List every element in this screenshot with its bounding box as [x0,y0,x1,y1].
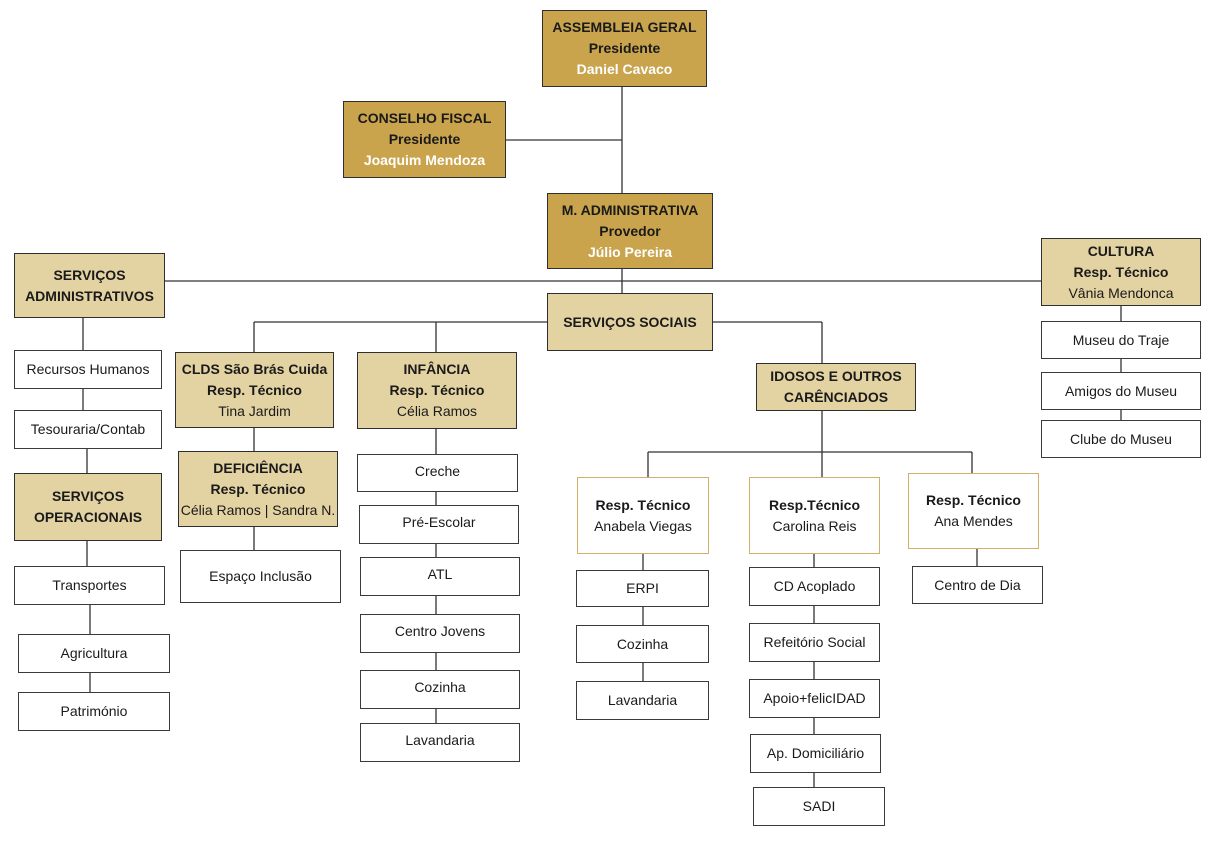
refeitorio-social-box: Refeitório Social [749,623,880,662]
atl-box: ATL [360,557,520,596]
ap-domiciliario-box: Ap. Domiciliário [750,734,881,773]
mesa-administrativa-role: Provedor [599,222,661,239]
infancia-box: INFÂNCIA Resp. Técnico Célia Ramos [357,352,517,429]
apoio-felicidad-label: Apoio+felicIDAD [763,690,866,706]
refeitorio-social-label: Refeitório Social [763,634,866,650]
servicos-administrativos-title-1: SERVIÇOS [53,266,126,283]
erpi-label: ERPI [626,580,659,596]
cultura-role: Resp. Técnico [1073,263,1169,280]
erpi-box: ERPI [576,570,709,607]
idosos-box: IDOSOS E OUTROS CARÊNCIADOS [756,363,916,411]
amigos-do-museu-label: Amigos do Museu [1064,382,1178,399]
anabela-role: Resp. Técnico [595,496,691,513]
cultura-title: CULTURA [1087,242,1155,259]
deficiencia-title: DEFICIÊNCIA [213,459,303,476]
servicos-sociais-title: SERVIÇOS SOCIAIS [563,313,697,330]
recursos-humanos-box: Recursos Humanos [14,350,162,389]
centro-de-dia-label: Centro de Dia [934,576,1021,593]
centro-jovens-box: Centro Jovens [360,614,520,653]
infancia-title: INFÂNCIA [403,361,471,377]
ana-mendes-person: Ana Mendes [934,513,1013,529]
conselho-fiscal-box: CONSELHO FISCAL Presidente Joaquim Mendo… [343,101,506,178]
amigos-do-museu-box: Amigos do Museu [1041,372,1201,410]
deficiencia-person: Célia Ramos | Sandra N. [180,501,336,518]
creche-label: Creche [414,463,461,479]
clds-role: Resp. Técnico [207,381,302,398]
assembleia-geral-role: Presidente [588,40,661,56]
infancia-cozinha-label: Cozinha [414,679,466,695]
espaco-inclusao-label: Espaço Inclusão [209,568,312,584]
assembleia-geral-person: Daniel Cavaco [576,61,673,77]
clds-title: CLDS São Brás Cuida [181,360,328,377]
ap-domiciliario-label: Ap. Domiciliário [766,745,865,761]
carolina-person: Carolina Reis [772,517,857,534]
assembleia-geral-box: ASSEMBLEIA GERAL Presidente Daniel Cavac… [542,10,707,87]
patrimonio-label: Património [60,703,128,719]
idosos-cozinha-label: Cozinha [616,635,669,652]
ana-mendes-role: Resp. Técnico [926,492,1021,508]
transportes-box: Transportes [14,566,165,605]
museu-do-traje-box: Museu do Traje [1041,321,1201,359]
patrimonio-box: Património [18,692,170,731]
cultura-person: Vânia Mendonca [1068,284,1174,301]
centro-de-dia-box: Centro de Dia [912,566,1043,604]
clube-do-museu-box: Clube do Museu [1041,420,1201,458]
centro-jovens-label: Centro Jovens [394,623,486,639]
anabela-viegas-box: Resp. Técnico Anabela Viegas [577,477,709,554]
infancia-lavandaria-label: Lavandaria [405,732,475,748]
idosos-lavandaria-box: Lavandaria [576,681,709,720]
tesouraria-label: Tesouraria/Contab [30,421,146,437]
pre-escolar-label: Pré-Escolar [402,514,476,530]
mesa-administrativa-box: M. ADMINISTRATIVA Provedor Júlio Pereira [547,193,713,269]
carolina-role: Resp.Técnico [768,496,861,513]
conselho-fiscal-person: Joaquim Mendoza [363,152,486,168]
servicos-administrativos-box: SERVIÇOS ADMINISTRATIVOS [14,253,165,318]
apoio-felicidad-box: Apoio+felicIDAD [749,679,880,718]
mesa-administrativa-person: Júlio Pereira [587,243,673,260]
cd-acoplado-box: CD Acoplado [749,567,880,606]
infancia-role: Resp. Técnico [389,382,485,398]
clube-do-museu-label: Clube do Museu [1070,430,1172,447]
creche-box: Creche [357,454,518,492]
ana-mendes-box: Resp. Técnico Ana Mendes [908,473,1039,549]
clds-person: Tina Jardim [218,402,291,419]
pre-escolar-box: Pré-Escolar [359,505,519,544]
agricultura-label: Agricultura [60,645,128,661]
infancia-cozinha-box: Cozinha [360,670,520,709]
servicos-operacionais-title-1: SERVIÇOS [51,488,125,504]
clds-box: CLDS São Brás Cuida Resp. Técnico Tina J… [175,352,334,428]
idosos-title-1: IDOSOS E OUTROS [770,368,902,384]
cd-acoplado-label: CD Acoplado [773,578,856,594]
servicos-operacionais-box: SERVIÇOS OPERACIONAIS [14,473,162,541]
idosos-title-2: CARÊNCIADOS [783,389,889,405]
museu-do-traje-label: Museu do Traje [1072,331,1170,348]
tesouraria-box: Tesouraria/Contab [14,410,162,449]
agricultura-box: Agricultura [18,634,170,673]
idosos-cozinha-box: Cozinha [576,625,709,663]
assembleia-geral-title: ASSEMBLEIA GERAL [552,19,697,35]
servicos-operacionais-title-2: OPERACIONAIS [33,509,143,525]
infancia-person: Célia Ramos [396,403,478,419]
servicos-administrativos-title-2: ADMINISTRATIVOS [25,287,154,304]
infancia-lavandaria-box: Lavandaria [360,723,520,762]
atl-label: ATL [427,566,453,582]
carolina-reis-box: Resp.Técnico Carolina Reis [749,477,880,554]
mesa-administrativa-title: M. ADMINISTRATIVA [561,201,699,218]
servicos-sociais-box: SERVIÇOS SOCIAIS [547,293,713,351]
sadi-box: SADI [753,787,885,826]
deficiencia-role: Resp. Técnico [210,480,306,497]
transportes-label: Transportes [52,577,127,593]
sadi-label: SADI [802,798,836,814]
cultura-box: CULTURA Resp. Técnico Vânia Mendonca [1041,238,1201,306]
deficiencia-box: DEFICIÊNCIA Resp. Técnico Célia Ramos | … [178,451,338,527]
conselho-fiscal-title: CONSELHO FISCAL [357,110,492,126]
conselho-fiscal-role: Presidente [388,131,461,147]
idosos-lavandaria-label: Lavandaria [607,692,678,708]
anabela-person: Anabela Viegas [594,517,692,534]
recursos-humanos-label: Recursos Humanos [26,361,150,377]
espaco-inclusao-box: Espaço Inclusão [180,550,341,603]
